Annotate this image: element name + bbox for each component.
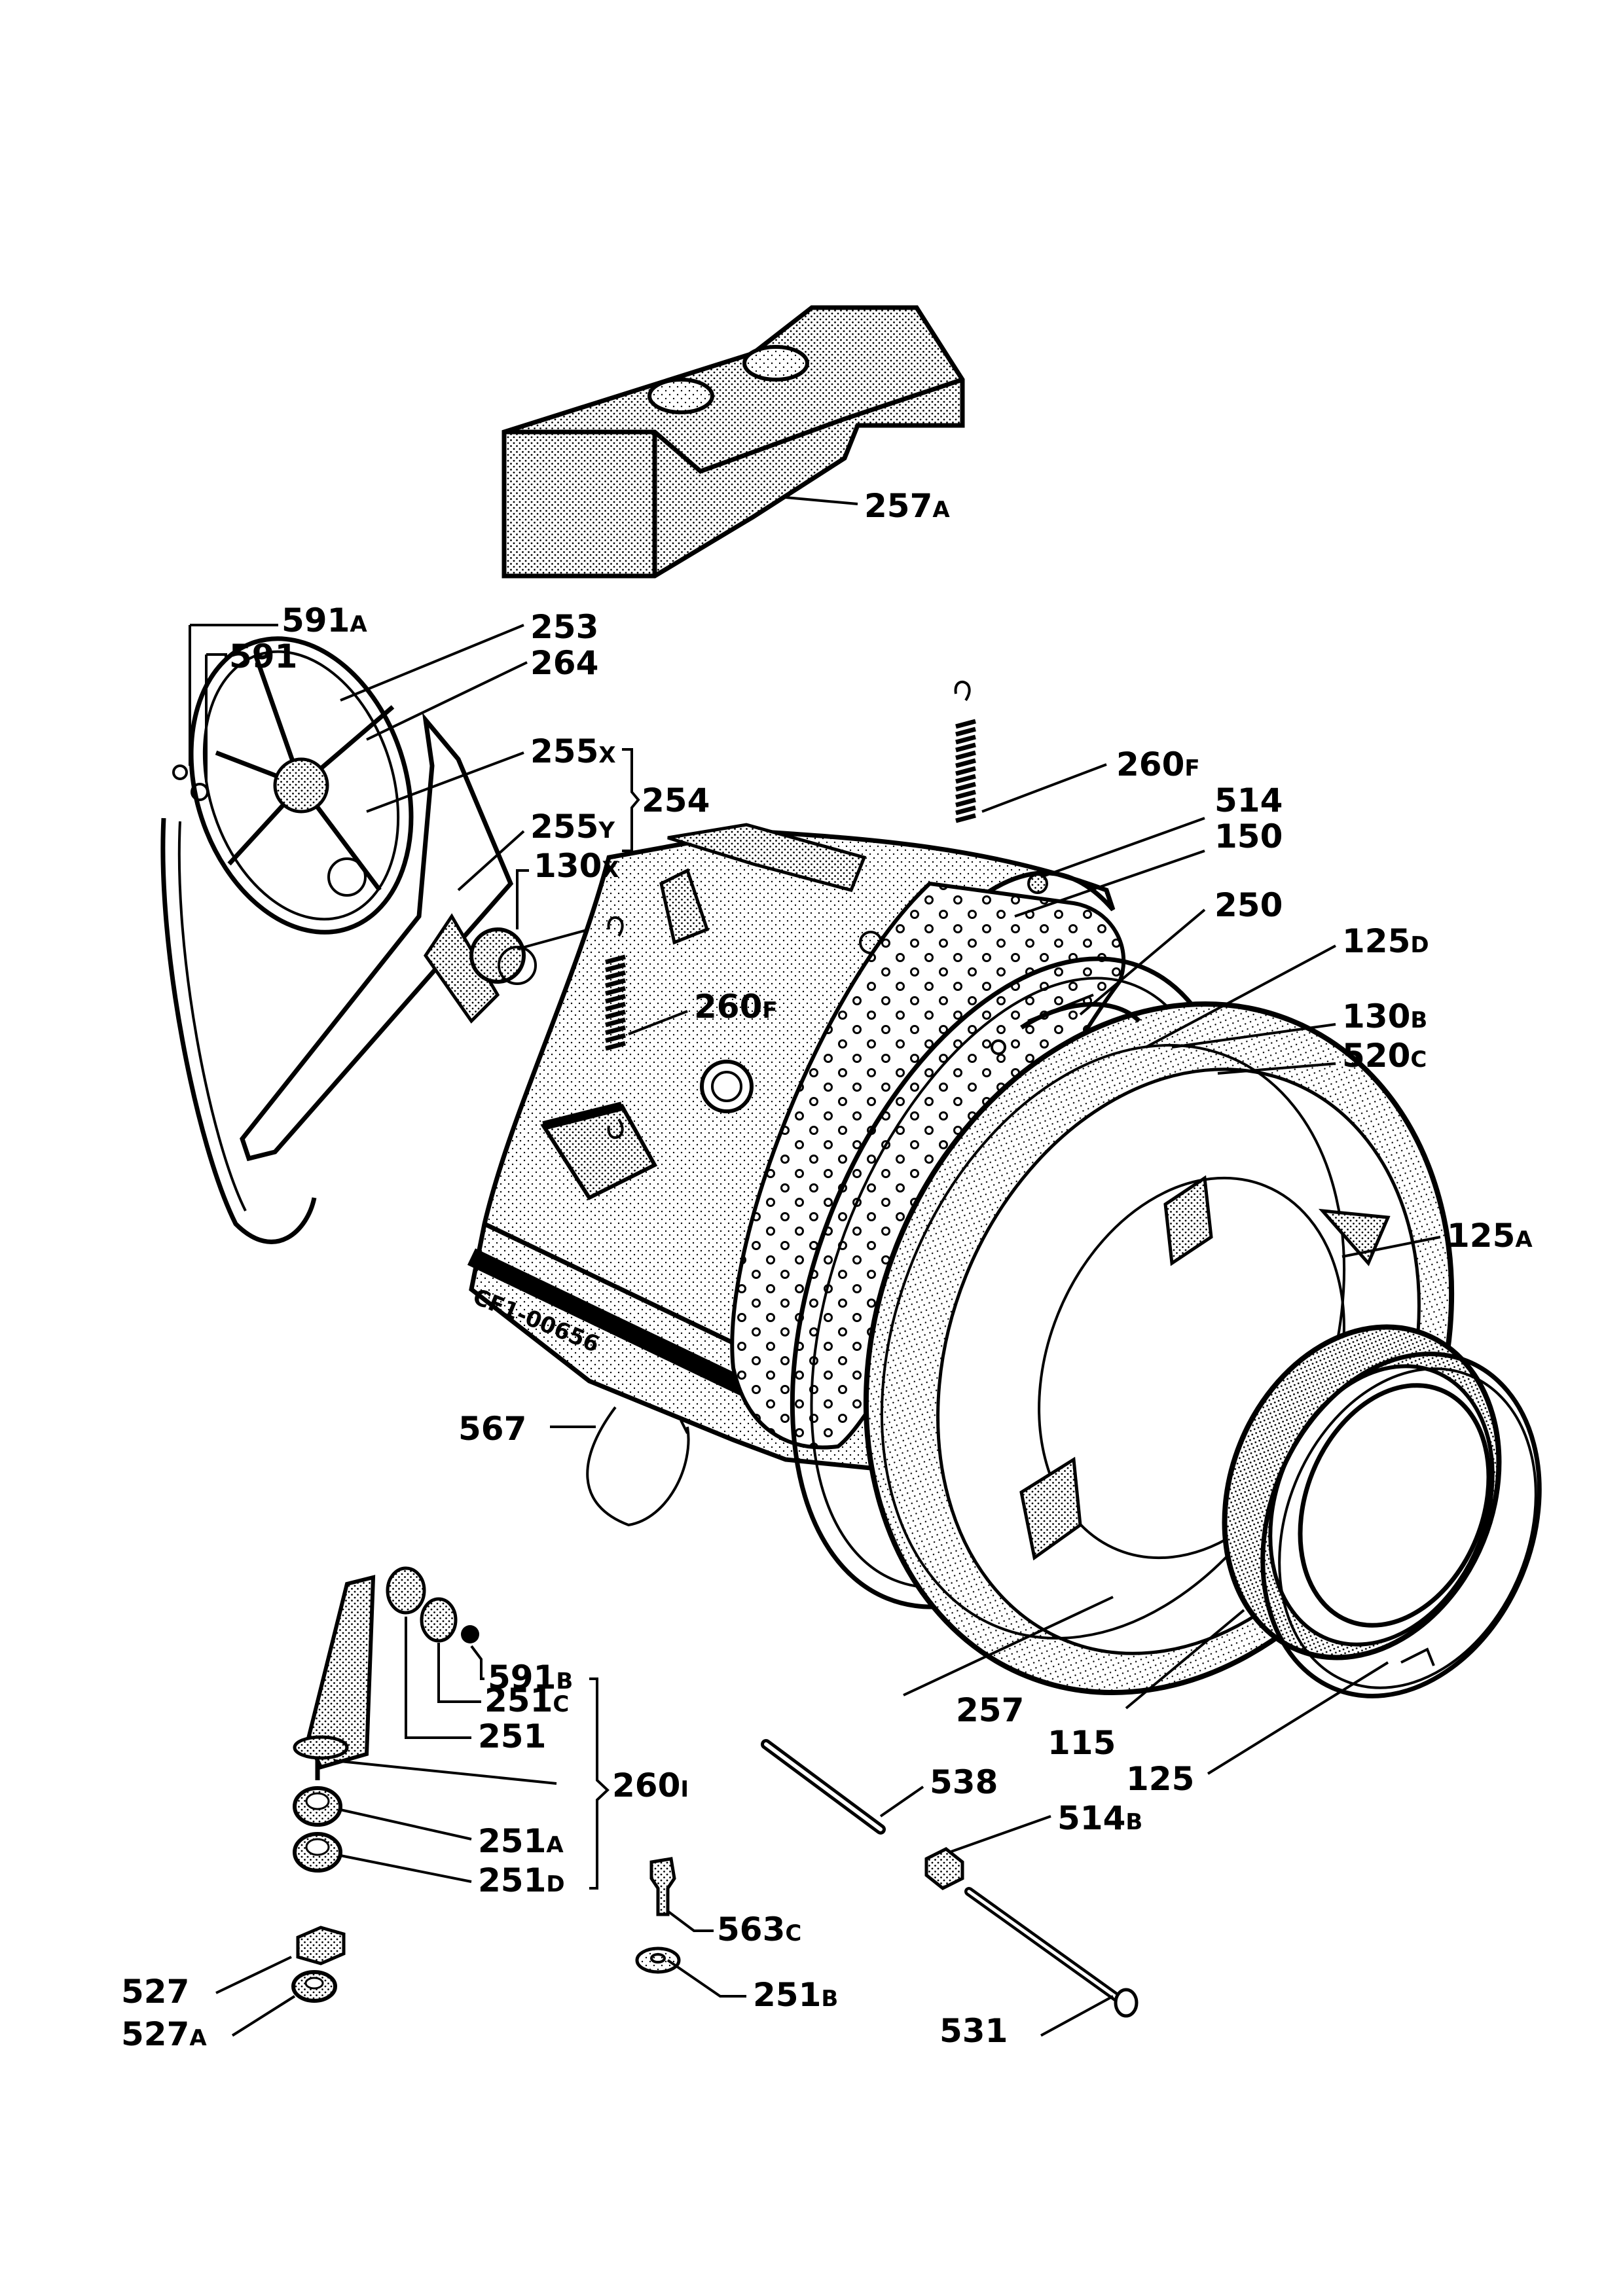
- shaft-538: [761, 1739, 886, 1835]
- bushing-251c: [420, 1597, 458, 1643]
- label-130b: 130B: [1342, 997, 1427, 1035]
- ring-251d: [293, 1832, 342, 1873]
- label-527: 527: [121, 1973, 189, 2011]
- damper-bracket-567: [586, 1406, 690, 1527]
- label-260f-top: 260F: [1116, 745, 1200, 783]
- drum-spider-arm: [240, 712, 590, 1162]
- label-125: 125: [1126, 1760, 1194, 1798]
- label-115: 115: [1048, 1724, 1116, 1762]
- spring-right: [954, 681, 976, 877]
- label-125d: 125D: [1342, 922, 1429, 960]
- label-591: 591: [229, 637, 297, 675]
- label-251a: 251A: [478, 1822, 564, 1860]
- label-591b: 591B: [488, 1659, 573, 1696]
- label-591a: 591A: [282, 601, 367, 639]
- label-563c: 563C: [717, 1910, 801, 1948]
- label-257a: 257A: [864, 487, 950, 525]
- seal-clamp-ring: [1260, 1352, 1542, 1698]
- label-250: 250: [1214, 886, 1283, 924]
- label-130x: 130X: [534, 847, 619, 885]
- label-253: 253: [530, 608, 598, 646]
- label-251: 251: [478, 1717, 546, 1755]
- label-538: 538: [930, 1763, 998, 1801]
- label-567: 567: [458, 1410, 526, 1448]
- washer-251b: [635, 1946, 681, 1974]
- label-260f-left: 260F: [694, 988, 778, 1026]
- front-tub: [863, 1001, 1455, 1695]
- clip-591b: [461, 1625, 479, 1643]
- drive-belt: [160, 817, 317, 1244]
- label-254: 254: [642, 781, 710, 819]
- bushing-251: [386, 1566, 426, 1615]
- pin-563c: [649, 1857, 676, 1916]
- label-260i: 260I: [612, 1767, 689, 1804]
- leader-lines: [189, 496, 1441, 2037]
- label-527a: 527A: [121, 2015, 207, 2053]
- ring-251a: [293, 1786, 342, 1827]
- counterweight-top: [501, 305, 965, 579]
- label-125a: 125A: [1447, 1217, 1533, 1255]
- door-seal: [1222, 1324, 1502, 1660]
- spring-left: [605, 916, 626, 1139]
- label-150: 150: [1214, 817, 1283, 855]
- label-514: 514: [1214, 781, 1283, 819]
- label-520c: 520C: [1342, 1037, 1427, 1075]
- drum-pulley: [189, 636, 414, 935]
- nut-527: [296, 1926, 346, 1965]
- label-514b: 514B: [1057, 1799, 1142, 1837]
- screw-591a: [172, 764, 188, 780]
- label-251c: 251C: [484, 1681, 569, 1719]
- nut-514b: [924, 1847, 964, 1890]
- label-251b: 251B: [753, 1976, 838, 2014]
- washer-527a: [291, 1970, 337, 2003]
- label-531: 531: [939, 2012, 1008, 2050]
- label-255x: 255X: [530, 732, 616, 770]
- label-251d: 251D: [478, 1861, 565, 1899]
- label-264: 264: [530, 644, 598, 682]
- rear-gasket-125d: [991, 994, 1141, 1055]
- label-257: 257: [956, 1691, 1024, 1729]
- shock-absorber: [293, 1575, 376, 1780]
- washer-591: [191, 783, 209, 801]
- bolt-531: [964, 1887, 1139, 2018]
- label-255y: 255Y: [530, 808, 615, 846]
